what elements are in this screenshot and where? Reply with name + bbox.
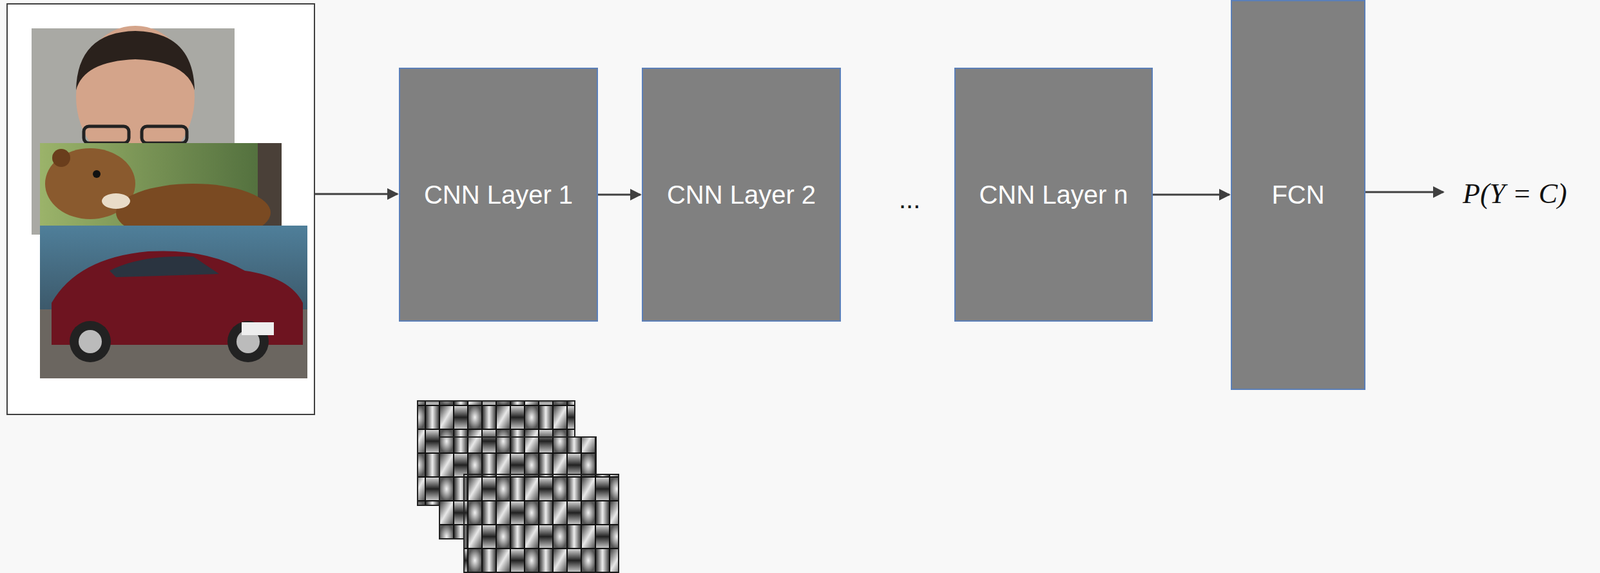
arrow-connector [1152, 193, 1230, 196]
box-label: FCN [1271, 180, 1325, 210]
cnn-layer-box: CNN Layer n [954, 67, 1153, 322]
cnn-layer-box: CNN Layer 2 [641, 67, 841, 322]
cnn-layer-box: CNN Layer 1 [398, 67, 598, 322]
box-label: CNN Layer 1 [424, 180, 573, 210]
arrow-connector [597, 193, 641, 196]
box-label: CNN Layer n [978, 180, 1128, 210]
box-label: CNN Layer 2 [666, 180, 816, 210]
fcn-block: FCN [1230, 0, 1366, 390]
ellipsis-text: ... [898, 184, 921, 214]
output-probability: P(Y = C) [1462, 177, 1568, 211]
